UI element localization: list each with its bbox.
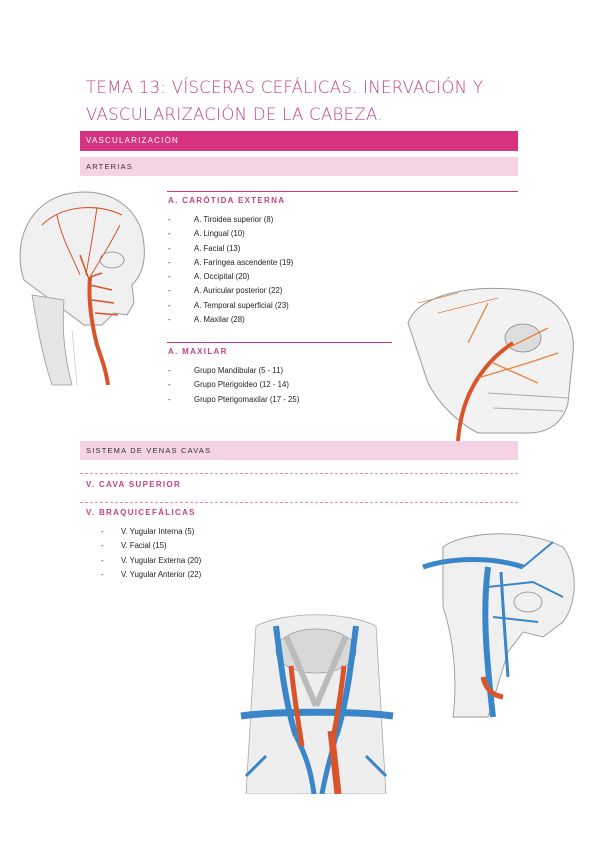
list-item: V. Yugular Interna (5) (101, 525, 301, 540)
list-item: Grupo Mandibular (5 - 11) (168, 364, 398, 379)
subsection-label: ARTERIAS (86, 162, 133, 171)
list-item: A. Tiroidea superior (8) (168, 213, 398, 228)
heading-cava-superior: V. CAVA SUPERIOR (86, 480, 182, 489)
braquiocefalicas-list: V. Yugular Interna (5) V. Facial (15) V.… (101, 525, 301, 582)
list-item: V. Yugular Externa (20) (101, 554, 301, 569)
list-item: A. Occipital (20) (168, 270, 398, 285)
list-item: A. Faríngea ascendente (19) (168, 256, 398, 271)
list-item: A. Temporal superficial (23) (168, 299, 398, 314)
divider (167, 342, 392, 343)
divider (80, 473, 518, 474)
section-bar-vascularizacion: VASCULARIZACIÓN (80, 131, 518, 151)
list-item: A. Auricular posterior (22) (168, 284, 398, 299)
list-item: A. Lingual (10) (168, 227, 398, 242)
divider (167, 191, 518, 192)
maxilar-list: Grupo Mandibular (5 - 11) Grupo Pterigoi… (168, 364, 398, 407)
list-item: V. Facial (15) (101, 539, 301, 554)
list-item: A. Maxilar (28) (168, 313, 398, 328)
subsection-bar-arterias: ARTERIAS (80, 157, 518, 176)
list-item: Grupo Pterigomaxilar (17 - 25) (168, 393, 398, 408)
page-title: TEMA 13: VÍSCERAS CEFÁLICAS. INERVACIÓN … (86, 78, 484, 124)
heading-carotida-externa: A. CARÓTIDA EXTERNA (168, 196, 286, 205)
list-item: V. Yugular Anterior (22) (101, 568, 301, 583)
neck-veins-anterior-illustration (236, 606, 398, 794)
list-item: Grupo Pterigoideo (12 - 14) (168, 378, 398, 393)
subsection-label: SISTEMA DE VENAS CAVAS (86, 446, 212, 455)
heading-braquiocefalicas: V. BRAQUICEFÁLICAS (86, 508, 196, 517)
list-item: A. Facial (13) (168, 242, 398, 257)
carotida-list: A. Tiroidea superior (8) A. Lingual (10)… (168, 213, 398, 328)
divider (80, 502, 518, 503)
neck-veins-lateral-illustration (413, 527, 583, 720)
maxillary-skull-illustration (398, 283, 588, 441)
heading-maxilar: A. MAXILAR (168, 347, 228, 356)
section-label: VASCULARIZACIÓN (86, 136, 179, 145)
carotid-head-illustration (2, 185, 160, 390)
subsection-bar-venas: SISTEMA DE VENAS CAVAS (80, 441, 518, 460)
